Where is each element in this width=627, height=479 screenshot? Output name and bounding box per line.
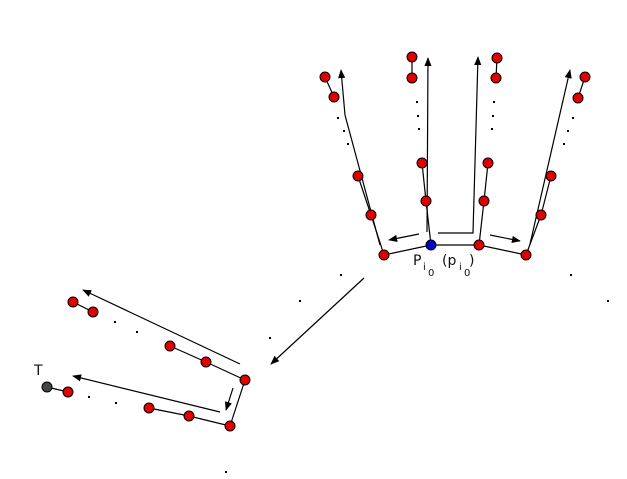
arrows: [72, 56, 572, 413]
arrow: [270, 277, 365, 365]
node: [406, 72, 418, 84]
dot: [492, 115, 494, 117]
dot: [572, 117, 574, 119]
node: [491, 52, 503, 64]
node: [378, 249, 390, 261]
ellipsis-dots: [88, 101, 609, 473]
edge: [205, 361, 246, 381]
node: [490, 72, 502, 84]
dot: [114, 321, 116, 323]
node: [406, 51, 418, 63]
edge: [525, 214, 542, 256]
arrow: [72, 374, 221, 413]
edge: [148, 407, 190, 417]
node: [473, 239, 485, 251]
dot: [347, 143, 349, 145]
node: [67, 296, 79, 308]
node: [416, 157, 428, 169]
label-open-paren: (p: [442, 253, 456, 269]
node: [579, 71, 591, 83]
arrow: [338, 69, 381, 246]
node: [328, 91, 340, 103]
node: [545, 170, 557, 182]
node: [143, 402, 155, 414]
edge: [478, 244, 527, 256]
label-p-main: P: [413, 253, 421, 269]
edge: [188, 415, 231, 427]
dot: [416, 101, 418, 103]
nodes: [41, 51, 591, 432]
node: [239, 374, 251, 386]
edge: [540, 175, 552, 216]
dot: [136, 331, 138, 333]
edge: [483, 162, 489, 202]
dot: [225, 471, 227, 473]
label-target: T: [33, 363, 43, 379]
dot: [340, 274, 342, 276]
node: [420, 195, 432, 207]
node: [200, 356, 212, 368]
dot: [343, 130, 345, 132]
start-node: [425, 239, 437, 251]
node: [482, 157, 494, 169]
node: [164, 340, 176, 352]
node: [535, 209, 547, 221]
dot: [337, 117, 339, 119]
arrow: [438, 56, 482, 234]
dot: [567, 130, 569, 132]
node: [62, 386, 74, 398]
dot: [417, 115, 419, 117]
label-p-main-sub: i: [423, 262, 426, 273]
arrow: [388, 233, 420, 242]
node: [520, 249, 532, 261]
arrow: [82, 289, 241, 365]
node: [572, 92, 584, 104]
label-paren-subsub: 0: [464, 268, 470, 279]
dot: [570, 274, 572, 276]
node: [365, 209, 377, 221]
dot: [418, 128, 420, 130]
arrow: [489, 234, 521, 243]
node: [87, 306, 99, 318]
edge: [357, 175, 372, 216]
dot: [299, 300, 301, 302]
edge: [478, 200, 485, 246]
node: [478, 195, 490, 207]
dot: [607, 300, 609, 302]
edge: [169, 345, 207, 363]
node: [352, 170, 364, 182]
node: [224, 420, 236, 432]
edge: [383, 244, 432, 256]
node: [183, 410, 195, 422]
dot: [88, 396, 90, 398]
label-close-paren: ): [469, 253, 474, 269]
dot: [269, 337, 271, 339]
dot: [493, 101, 495, 103]
dot: [115, 402, 117, 404]
dot: [563, 143, 565, 145]
dot: [491, 128, 493, 130]
node: [319, 71, 331, 83]
label-p-main-subsub: 0: [428, 268, 434, 279]
edge: [421, 162, 427, 202]
edge: [229, 379, 246, 427]
edges: [46, 57, 586, 427]
arrow: [225, 387, 234, 411]
label-paren-sub: i: [459, 262, 462, 273]
arrow: [529, 69, 572, 245]
target-node: [41, 381, 53, 393]
